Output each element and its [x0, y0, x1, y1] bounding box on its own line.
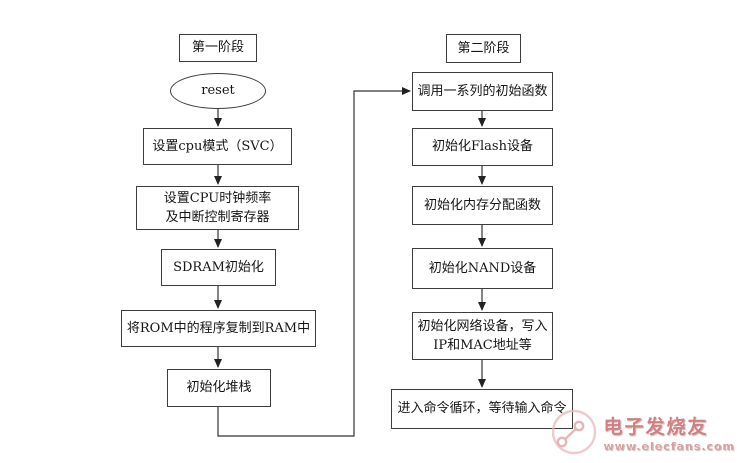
watermark-text: 电子发烧友 www.elecfans.com [604, 412, 735, 453]
step-sdram-init: SDRAM初始化 [161, 249, 276, 286]
stage2-title-box: 第二阶段 [446, 34, 521, 63]
step-init-nand: 初始化NAND设备 [412, 248, 553, 289]
stage1-title-box: 第一阶段 [179, 34, 257, 62]
step-set-clock-and-interrupt: 设置CPU时钟频率 及中断控制寄存器 [136, 186, 299, 230]
watermark-brand: 电子发烧友 [603, 415, 709, 438]
reset-node: reset [170, 73, 266, 109]
step-init-flash: 初始化Flash设备 [412, 128, 553, 166]
step-init-memory-alloc: 初始化内存分配函数 [412, 186, 553, 225]
step-set-cpu-mode: 设置cpu模式（SVC） [143, 128, 292, 165]
elecfans-watermark: 电子发烧友 www.elecfans.com [549, 407, 735, 457]
step-init-network-ip-mac: 初始化网络设备，写入 IP和MAC地址等 [412, 312, 553, 360]
elecfans-logo-icon [551, 409, 596, 455]
step-call-init-functions: 调用一系列的初始函数 [412, 72, 553, 111]
step-init-stack: 初始化堆栈 [167, 369, 271, 407]
watermark-url: www.elecfans.com [603, 439, 735, 453]
step-enter-command-loop: 进入命令循环，等待输入命令 [391, 389, 573, 429]
step-copy-rom-to-ram: 将ROM中的程序复制到RAM中 [121, 310, 316, 347]
